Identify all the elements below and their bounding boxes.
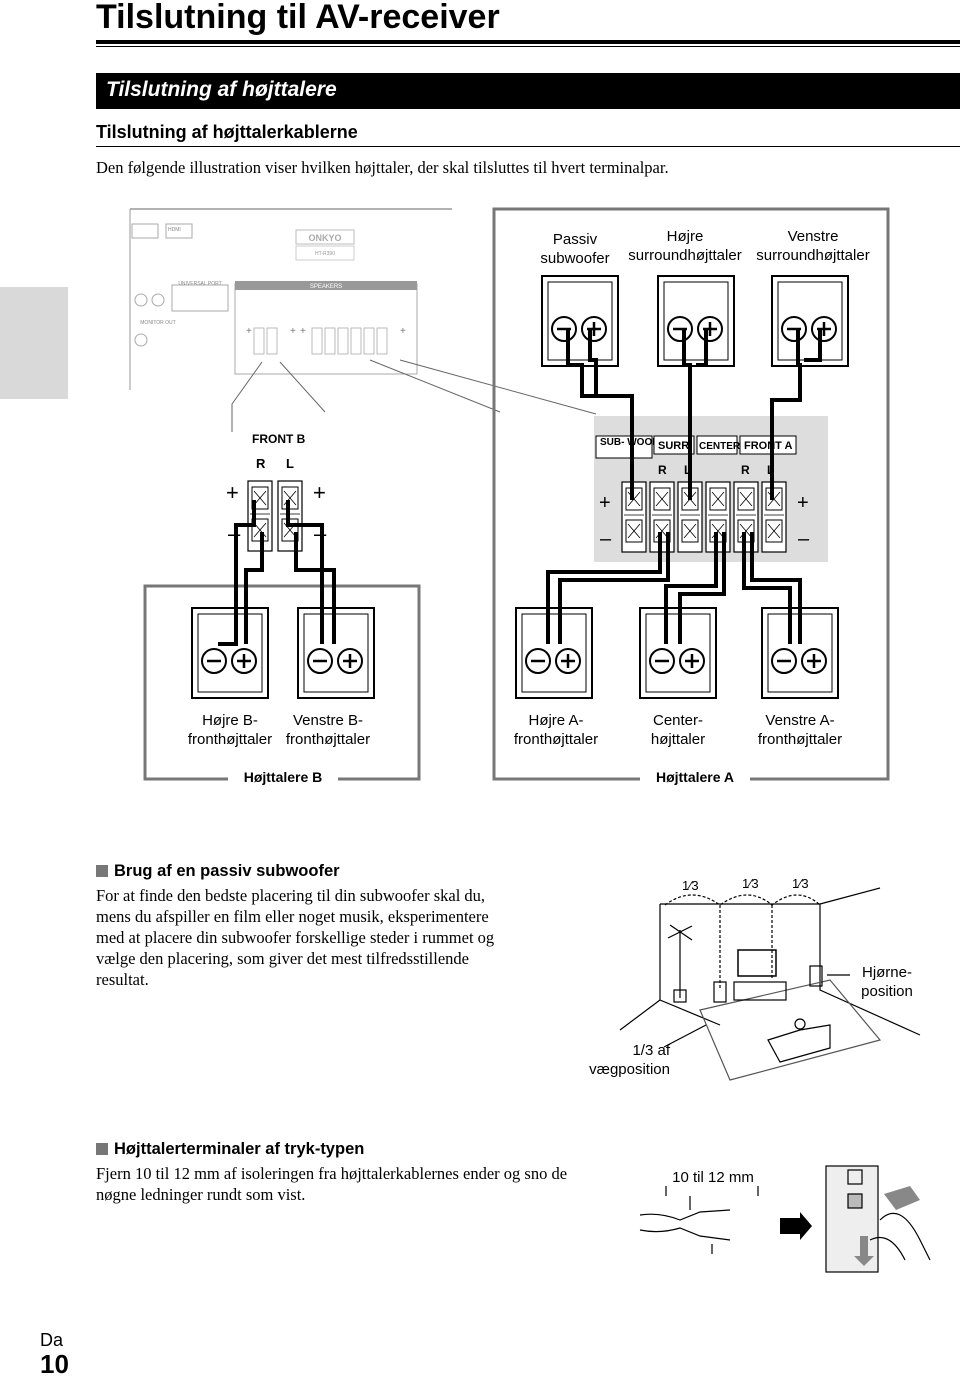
svg-text:+: + [599, 492, 611, 514]
front-a-r1: R [658, 463, 667, 477]
subwoofer-body: For at finde den bedste placering til di… [96, 886, 495, 989]
right-surround-speaker [656, 274, 736, 368]
page-number: 10 [40, 1349, 69, 1379]
section-heading-bar: Tilslutning af højttalere [96, 73, 960, 109]
svg-text:+: + [797, 492, 809, 514]
language-code: Da [40, 1330, 64, 1350]
panel-monitor-out: MONITOR OUT [140, 320, 175, 326]
left-surround-speaker [770, 274, 850, 368]
front-a-terminal-label: FRONT A [744, 440, 793, 452]
front-b-plus-r: + [313, 480, 326, 505]
front-b-label: FRONT B [252, 432, 306, 446]
title-rule [96, 40, 960, 44]
svg-text:–: – [600, 528, 612, 550]
bullet-square [96, 865, 108, 877]
zoom-guide-lines [231, 359, 597, 432]
intro-text: Den følgende illustration viser hvilken … [96, 158, 669, 177]
panel-universal-port: UNIVERSAL PORT [178, 281, 221, 287]
label-center: Center-højttaler [650, 712, 706, 748]
panel-speakers-label: SPEAKERS [310, 284, 342, 290]
right-a-front-speaker [514, 606, 594, 700]
group-label-b: Højttalere B [228, 769, 338, 785]
section-heading: Tilslutning af højttalere [106, 78, 337, 101]
subwoofer-terminal-label: SUB- WOOFER [600, 437, 673, 448]
subheading: Tilslutning af højttalerkablerne [96, 122, 358, 142]
surr-terminal-label: SURR [658, 440, 689, 452]
passive-subwoofer-speaker [540, 274, 620, 368]
page-footer: Da 10 [40, 1330, 69, 1377]
label-right-a-front: Højre A-fronthøjttaler [513, 712, 599, 748]
title-rule-thin [96, 46, 960, 47]
bullet-square [96, 1143, 108, 1155]
svg-text:–: – [798, 528, 810, 550]
svg-text:+: + [246, 326, 252, 337]
receiver-rear-panel: HDMI ONKYO HT-R390 UNIVERSAL PORT SPEAKE… [129, 208, 452, 390]
front-b-terminal-block: FRONT B R L + + – – [226, 432, 327, 552]
label-left-a-front: Venstre A-fronthøjttaler [757, 712, 843, 748]
side-tab [0, 287, 68, 399]
subwoofer-heading: Brug af en passiv subwoofer [96, 862, 340, 881]
front-b-plus-l: + [226, 480, 239, 505]
front-a-r2: R [741, 463, 750, 477]
panel-brand: ONKYO [308, 233, 341, 243]
terminal-heading: Højttalerterminaler af tryk-typen [96, 1140, 364, 1159]
strip-length-label: 10 til 12 mm [672, 1169, 754, 1186]
panel-hdmi-label: HDMI [168, 227, 181, 233]
speakers-b-frame [143, 584, 421, 781]
corner-position-label: Hjørne-position [861, 964, 913, 1000]
svg-text:+: + [290, 326, 296, 337]
front-a-terminal-block: SUB- WOOFER SURR CENTER FRONT A R L R L … [594, 416, 828, 562]
subheading-rule [96, 146, 960, 147]
svg-text:+: + [400, 326, 406, 337]
right-b-front-speaker [190, 606, 270, 700]
page-title: Tilslutning til AV-receiver [96, 0, 500, 36]
label-left-b-front: Venstre B-fronthøjttaler [285, 712, 371, 748]
label-right-b-front: Højre B-fronthøjttaler [187, 712, 273, 748]
center-terminal-label: CENTER [699, 441, 741, 452]
group-label-a: Højttalere A [640, 769, 750, 785]
svg-text:+: + [300, 326, 306, 337]
front-a-l1: L [684, 463, 691, 477]
speaker-cables [218, 329, 822, 646]
panel-model: HT-R390 [315, 251, 335, 257]
front-b-l: L [286, 456, 294, 471]
terminal-body: Fjern 10 til 12 mm af isoleringen fra hø… [96, 1164, 568, 1204]
front-b-r: R [256, 456, 266, 471]
